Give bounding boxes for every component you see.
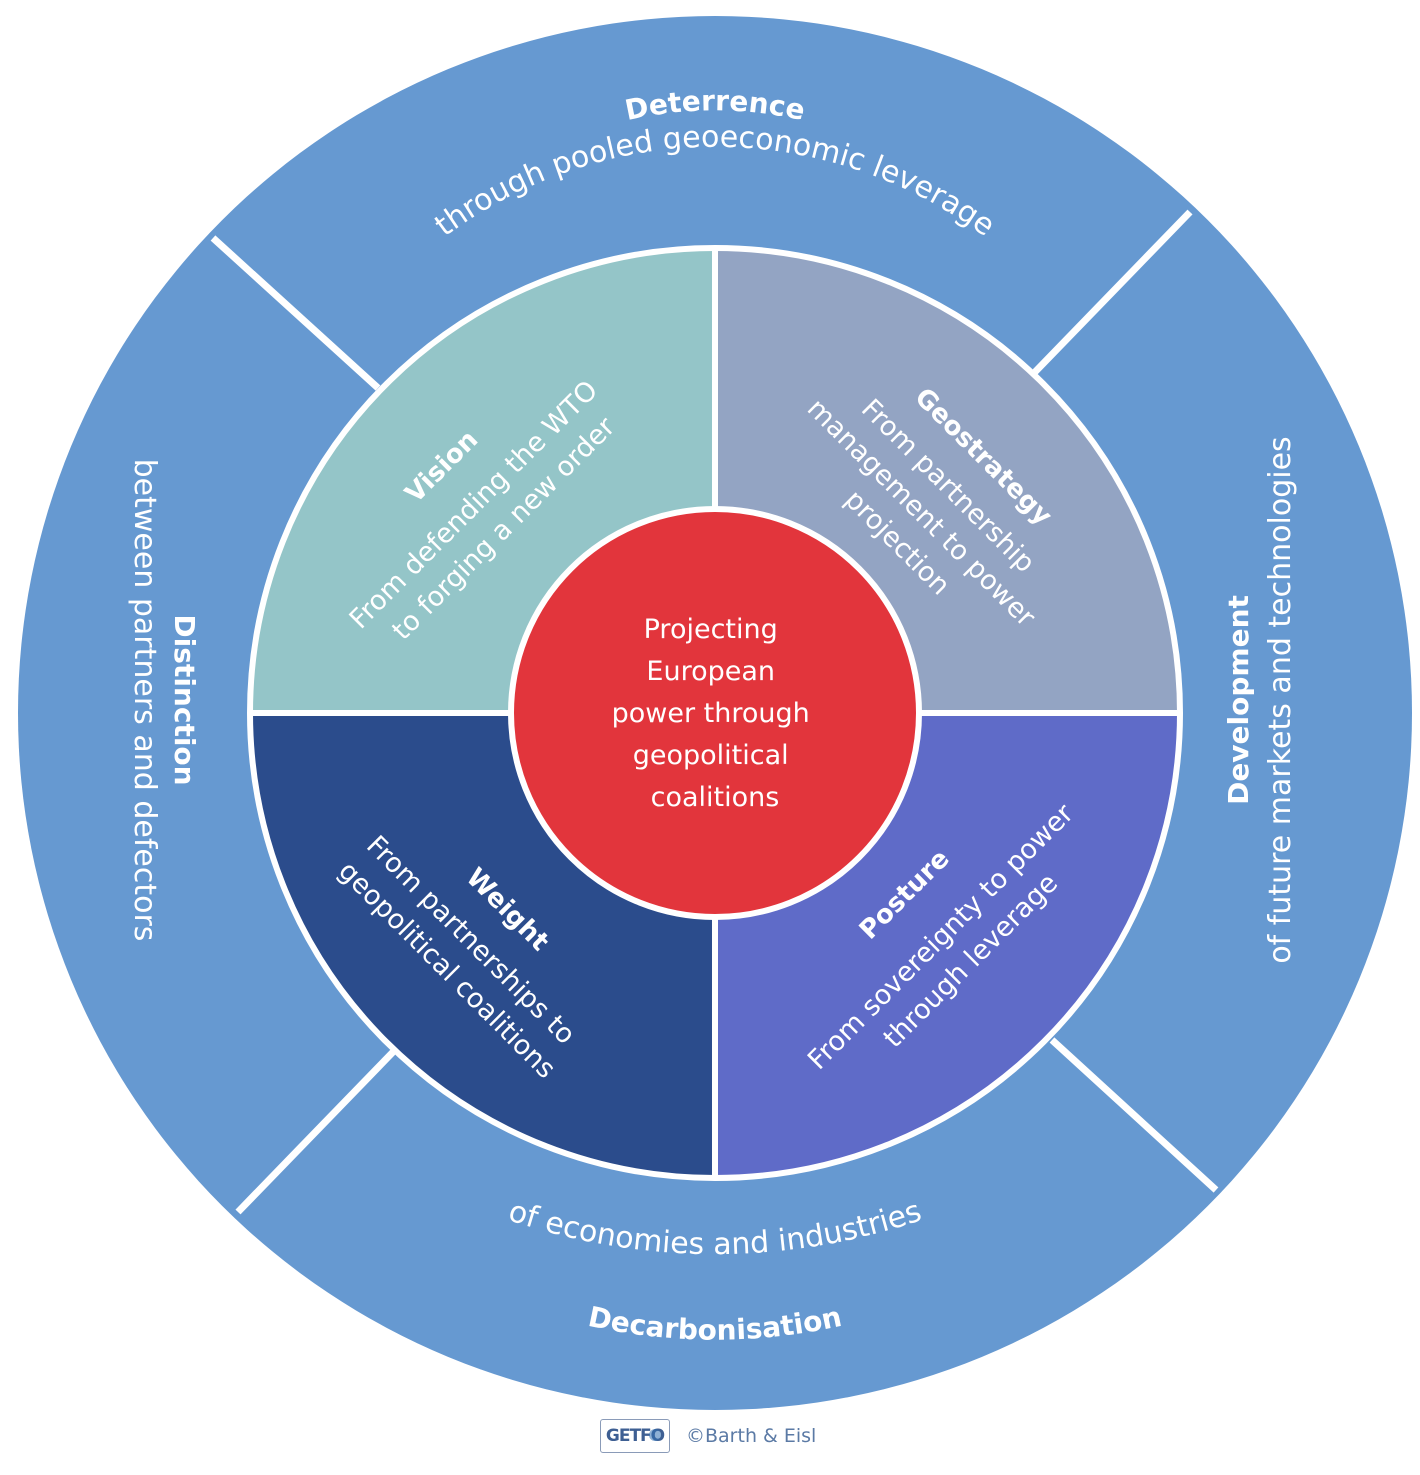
- development-subtitle: of future markets and technologies: [1263, 436, 1298, 963]
- logo-text: GETFO: [605, 1426, 665, 1446]
- outer-ring-dividers: [210, 209, 1219, 1215]
- copyright-text: ©Barth & Eisl: [686, 1425, 817, 1447]
- development-title: Development: [1222, 595, 1255, 805]
- getfo-logo: GETFO: [600, 1419, 670, 1453]
- center-circle: [508, 506, 922, 920]
- distinction-title: Distinction: [168, 614, 201, 785]
- distinction-subtitle: between partners and defectors: [127, 459, 162, 942]
- center-text: Projecting European power through geopol…: [612, 614, 819, 813]
- footer: GETFO ©Barth & Eisl: [600, 1418, 816, 1454]
